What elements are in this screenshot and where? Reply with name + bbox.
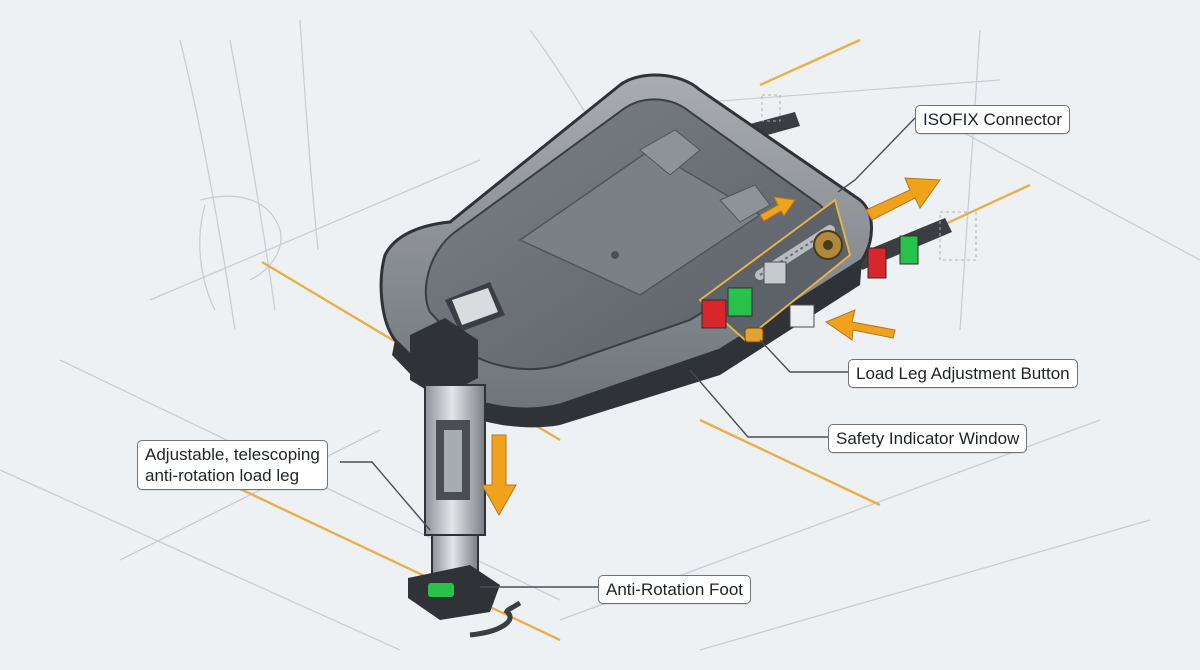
anti-rotation-foot-label: Anti-Rotation Foot: [598, 575, 752, 604]
safety-indicator-window-label: Safety Indicator Window: [828, 424, 1028, 453]
cutaway-mechanism: [698, 198, 852, 343]
load-leg-adjustment-button-text: Load Leg Adjustment Button: [856, 364, 1070, 383]
green-indicator: [727, 287, 753, 317]
arrow-right-icon: [759, 196, 796, 222]
load-leg: [408, 318, 500, 620]
load-leg-text-line1: Adjustable, telescoping: [145, 445, 320, 464]
isofix-connector-label: ISOFIX Connector: [915, 105, 1070, 134]
arrow-right-icon: [865, 177, 941, 221]
isofix-arm-right: [855, 211, 977, 279]
safety-indicator-window-text: Safety Indicator Window: [836, 429, 1020, 448]
vehicle-seat-sketch: [0, 19, 1200, 651]
foot-indicator: [428, 583, 454, 597]
arrow-down-icon: [481, 434, 517, 517]
rotate-arrows-icon: [469, 600, 522, 638]
load-leg-text-line2: anti-rotation load leg: [145, 466, 300, 485]
adjustment-button: [744, 327, 764, 343]
load-leg-adjustment-button-label: Load Leg Adjustment Button: [848, 359, 1078, 388]
anti-rotation-foot-text: Anti-Rotation Foot: [606, 580, 744, 599]
leader-lines: [340, 117, 916, 588]
isofix-connector-text: ISOFIX Connector: [923, 110, 1062, 129]
load-leg-label: Adjustable, telescoping anti-rotation lo…: [137, 440, 328, 490]
red-indicator: [701, 299, 727, 329]
arrow-left-icon: [824, 309, 896, 341]
